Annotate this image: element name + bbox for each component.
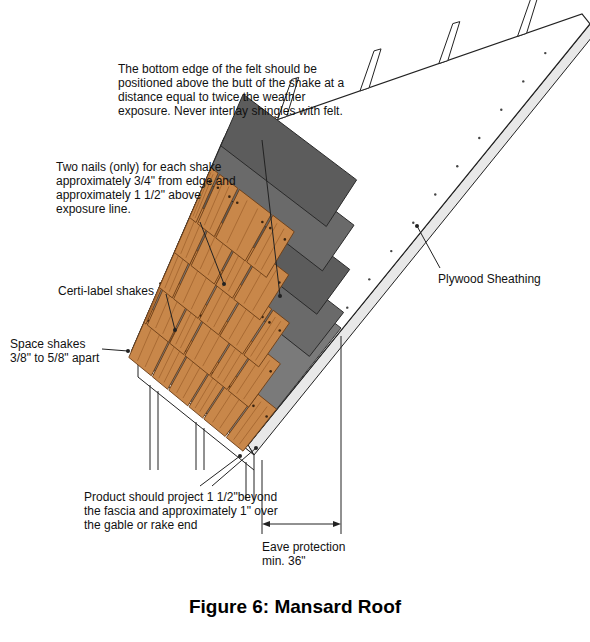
nail — [252, 405, 255, 408]
nail — [284, 238, 287, 241]
nail — [236, 201, 239, 204]
wood-grain — [244, 360, 270, 399]
part-label: Certi-label shakes — [58, 284, 178, 298]
leader-line — [200, 222, 224, 284]
leader-line — [417, 226, 440, 268]
arrowhead — [333, 521, 341, 527]
rafter — [360, 49, 381, 91]
nail — [544, 52, 546, 54]
wood-grain — [210, 186, 229, 229]
nail — [456, 165, 458, 167]
arrowhead — [262, 521, 270, 527]
note-text: Product should project 1 1/2"beyond the … — [84, 490, 280, 532]
leader-dot — [415, 224, 419, 228]
leader-line — [102, 349, 128, 351]
nail — [346, 306, 348, 308]
nail — [269, 370, 272, 373]
nail — [412, 222, 414, 224]
leader-dot — [126, 349, 130, 353]
leader-line — [212, 448, 256, 486]
part-label: Plywood Sheathing — [438, 272, 568, 286]
nail — [478, 137, 480, 139]
leader-line — [166, 294, 175, 330]
felt-layers — [131, 94, 356, 446]
wall-stud — [196, 422, 197, 470]
wood-shakes — [129, 168, 294, 451]
leader-dot — [222, 282, 226, 286]
nail — [268, 321, 271, 324]
figure-caption: Figure 6: Mansard Roof — [0, 596, 590, 618]
dimension-line — [266, 524, 337, 525]
arrowheads — [126, 224, 419, 527]
leader-line — [200, 456, 240, 486]
nail — [368, 278, 370, 280]
leader-line — [262, 140, 280, 296]
nail — [522, 80, 524, 82]
leader-dot — [278, 294, 282, 298]
nail — [269, 227, 272, 230]
nail — [278, 329, 281, 332]
nail — [265, 415, 268, 418]
dimension-label: Eave protection min. 36" — [262, 540, 358, 568]
note-text: Two nails (only) for each shake approxim… — [56, 160, 238, 216]
dimension-extension — [341, 336, 342, 534]
leader-dot — [238, 454, 242, 458]
note-text: Space shakes 3/8" to 5/8" apart — [10, 337, 106, 365]
nail — [390, 250, 392, 252]
wall-stud — [150, 385, 151, 470]
note-text: The bottom edge of the felt should be po… — [118, 62, 350, 118]
rafter — [518, 0, 539, 36]
wall-stud — [158, 391, 159, 470]
wood-grain — [227, 200, 247, 242]
wall-stud — [204, 428, 205, 470]
nail — [500, 108, 502, 110]
nail — [228, 195, 231, 198]
leader-dot — [173, 328, 177, 332]
nail — [434, 193, 436, 195]
nail — [261, 221, 264, 224]
leader-dot — [254, 446, 258, 450]
rafter — [439, 22, 460, 64]
